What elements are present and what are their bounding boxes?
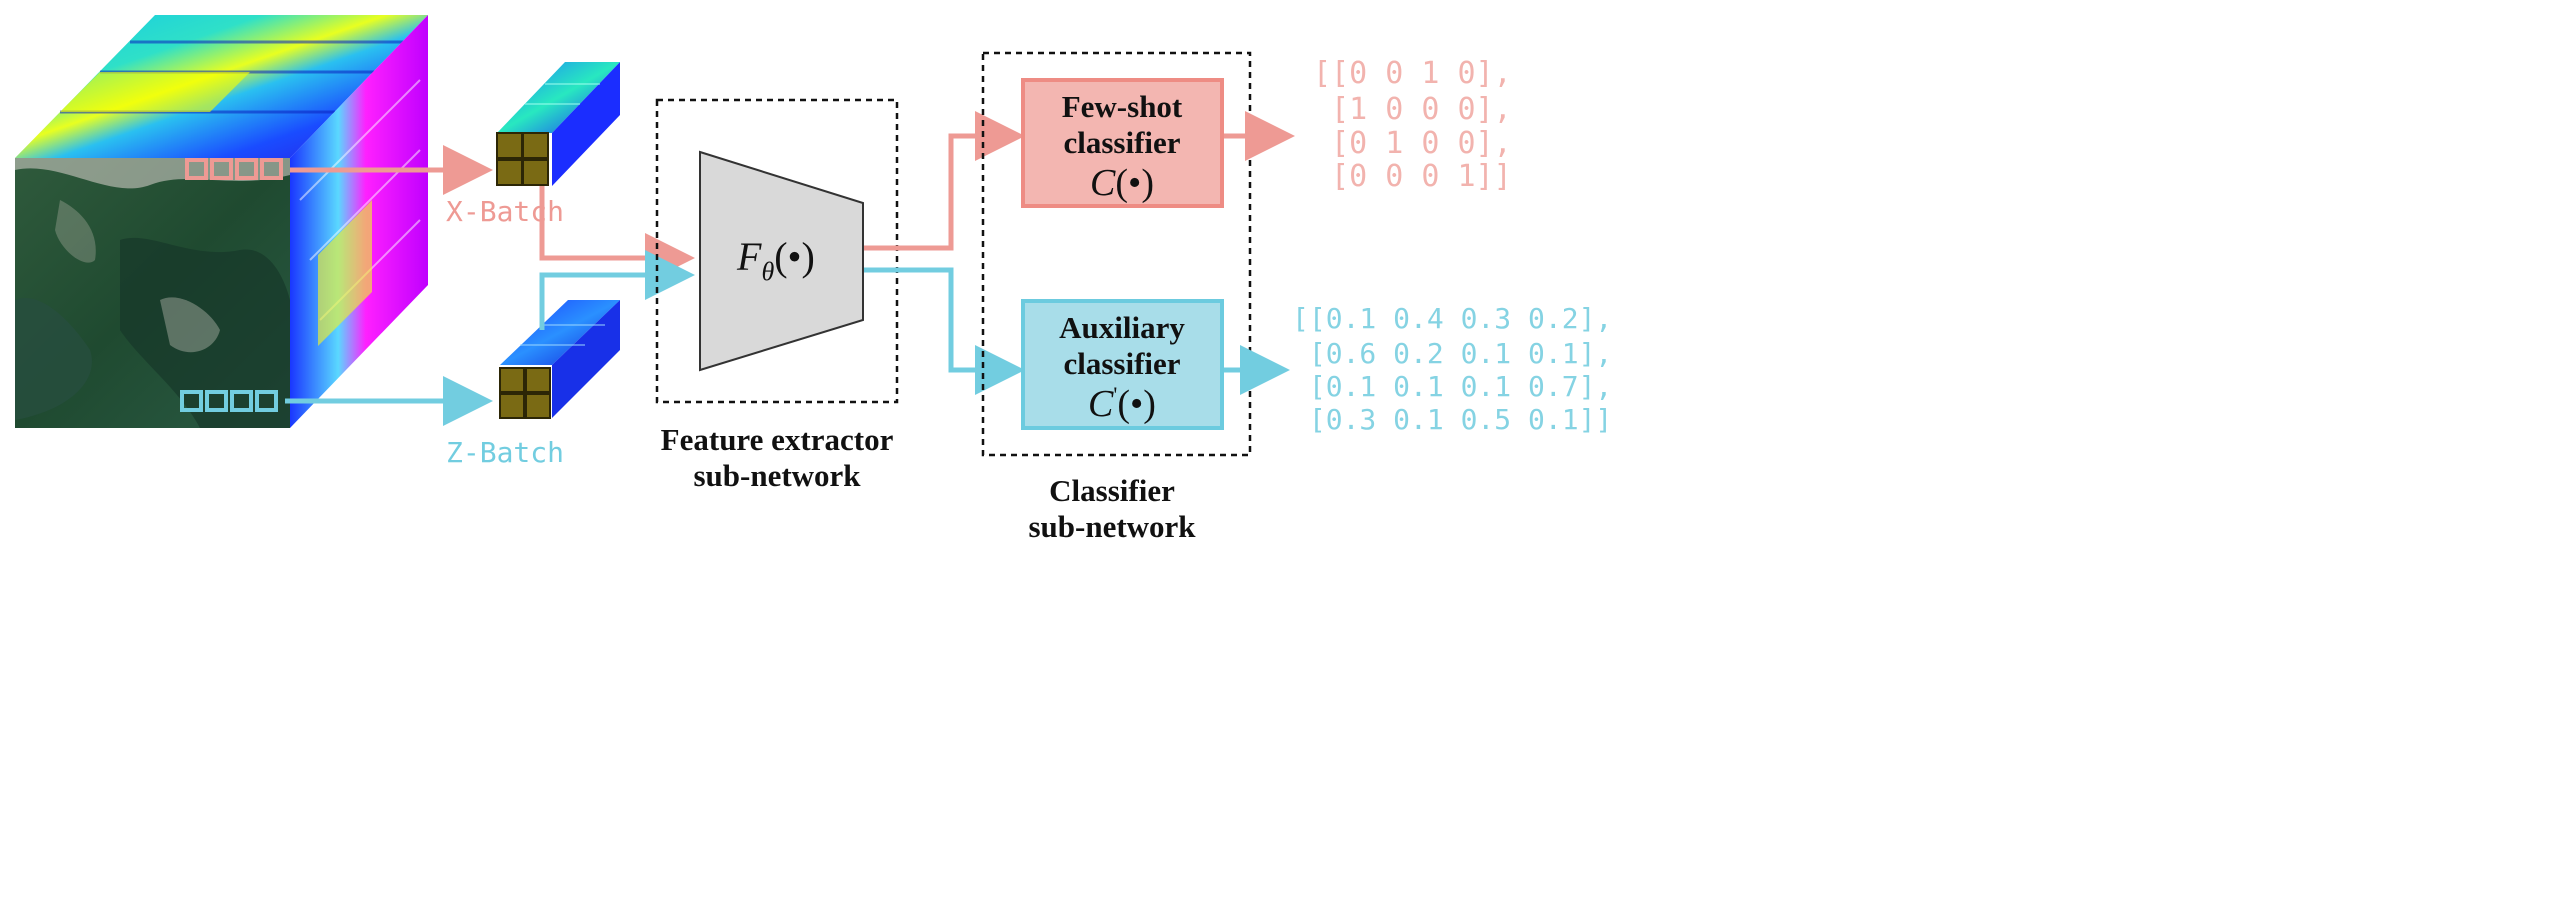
- z-batch-label: Z-Batch: [446, 436, 564, 469]
- fewshot-output-row: [0 1 0 0],: [1313, 126, 1512, 161]
- auxiliary-output-row: [0.3 0.1 0.5 0.1]]: [1292, 403, 1612, 436]
- feature-extractor-title-line1: Feature extractor: [661, 422, 894, 457]
- fewshot-output-row: [1 0 0 0],: [1313, 92, 1512, 127]
- auxiliary-output-matrix: [[0.1 0.4 0.3 0.2], [0.6 0.2 0.1 0.1], […: [1292, 302, 1612, 436]
- auxiliary-output-row: [0.6 0.2 0.1 0.1],: [1292, 337, 1612, 370]
- z-batch-patches: [499, 300, 620, 419]
- auxiliary-classifier-fn: C'(•): [1088, 382, 1156, 425]
- fewshot-classifier-fn: C(•): [1090, 162, 1154, 204]
- classifier-subnetwork-box: [981, 51, 1252, 457]
- auxiliary-classifier-line1: Auxiliary: [1059, 310, 1185, 345]
- extractor-to-auxiliary-arrow: [864, 267, 1025, 395]
- z-patch-cells: [499, 367, 551, 419]
- auxiliary-output-row: [0.1 0.1 0.1 0.7],: [1292, 370, 1612, 403]
- x-batch-patches: [496, 62, 620, 186]
- auxiliary-output-row: [[0.1 0.4 0.3 0.2],: [1292, 302, 1612, 335]
- feature-extractor-trapezoid: [699, 150, 864, 372]
- feature-extractor-title-line2: sub-network: [693, 458, 861, 493]
- extractor-to-fewshot-arrow: [864, 111, 1025, 251]
- extractor-function: Fθ(•): [736, 234, 815, 286]
- fewshot-output-matrix: [[0 0 1 0], [1 0 0 0], [0 1 0 0], [0 0 0…: [1313, 56, 1512, 194]
- classifier-title-line2: sub-network: [1028, 509, 1196, 544]
- fewshot-output-row: [[0 0 1 0],: [1313, 56, 1512, 91]
- terrain-texture: [15, 158, 290, 428]
- auxiliary-classifier-box: [1021, 299, 1224, 430]
- hyperspectral-cube: [15, 15, 428, 428]
- classifier-title-line1: Classifier: [1049, 473, 1175, 508]
- fewshot-classifier-box: [1021, 78, 1224, 208]
- feature-extractor-box: [655, 98, 899, 404]
- auxiliary-classifier-line2: classifier: [1063, 346, 1180, 381]
- z-to-extractor-arrow: [539, 250, 695, 330]
- x-sample-squares: [185, 158, 283, 180]
- fewshot-output-row: [0 0 0 1]]: [1313, 159, 1512, 194]
- x-batch-label: X-Batch: [446, 195, 564, 228]
- x-patch-cells: [496, 132, 549, 186]
- fewshot-classifier-line1: Few-shot: [1062, 89, 1183, 124]
- fewshot-classifier-line2: classifier: [1063, 125, 1180, 160]
- z-sample-squares: [180, 390, 278, 412]
- x-to-extractor-arrow: [539, 186, 695, 283]
